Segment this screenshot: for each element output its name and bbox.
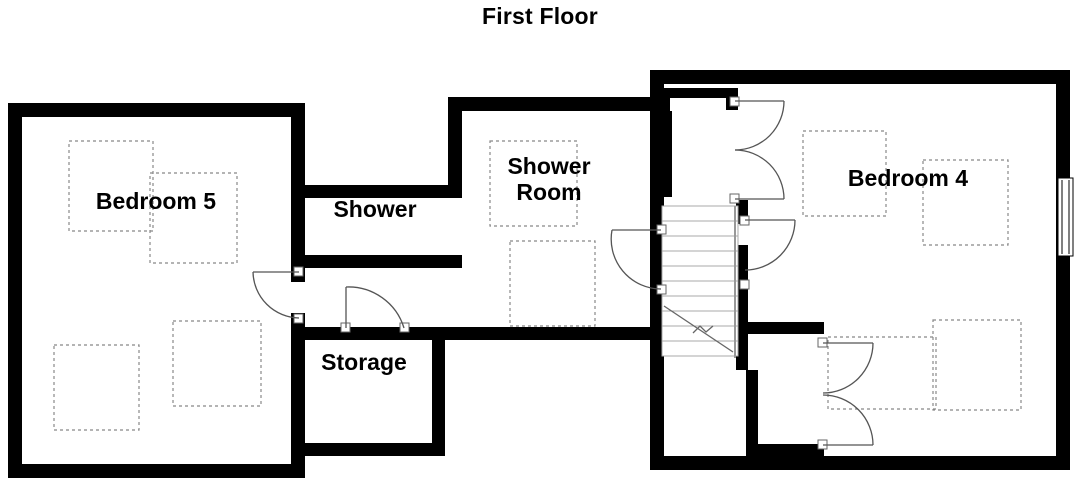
furniture-item xyxy=(802,130,887,217)
furniture-item xyxy=(922,159,1009,246)
right-block-walls xyxy=(650,70,1070,470)
staircase xyxy=(661,205,739,358)
door-storage xyxy=(340,286,410,333)
door-bed4-lower xyxy=(817,394,874,450)
furniture-item xyxy=(509,240,596,327)
furniture-item xyxy=(53,344,140,431)
page-title: First Floor xyxy=(482,3,598,29)
furniture-item xyxy=(932,319,1022,411)
door-bedroom5 xyxy=(252,266,304,324)
furniture-item xyxy=(149,172,238,264)
door-stair-right xyxy=(739,215,796,290)
shower-corridor-walls xyxy=(305,97,670,268)
door-landing-lower xyxy=(729,149,785,204)
stair-direction-arrow xyxy=(663,305,734,353)
furniture-item xyxy=(489,140,578,227)
left-block-walls xyxy=(8,103,305,478)
storage-room-walls xyxy=(305,327,445,456)
furniture-item xyxy=(172,320,262,407)
furniture-group xyxy=(53,130,1022,431)
furniture-item xyxy=(68,140,154,232)
door-shower-room xyxy=(610,224,667,295)
door-bed4-upper xyxy=(817,337,874,394)
door-landing-upper xyxy=(729,96,785,151)
furniture-item xyxy=(827,336,937,410)
window-right xyxy=(1057,177,1074,257)
central-divider-wall xyxy=(432,327,672,340)
doors-group xyxy=(252,96,874,450)
